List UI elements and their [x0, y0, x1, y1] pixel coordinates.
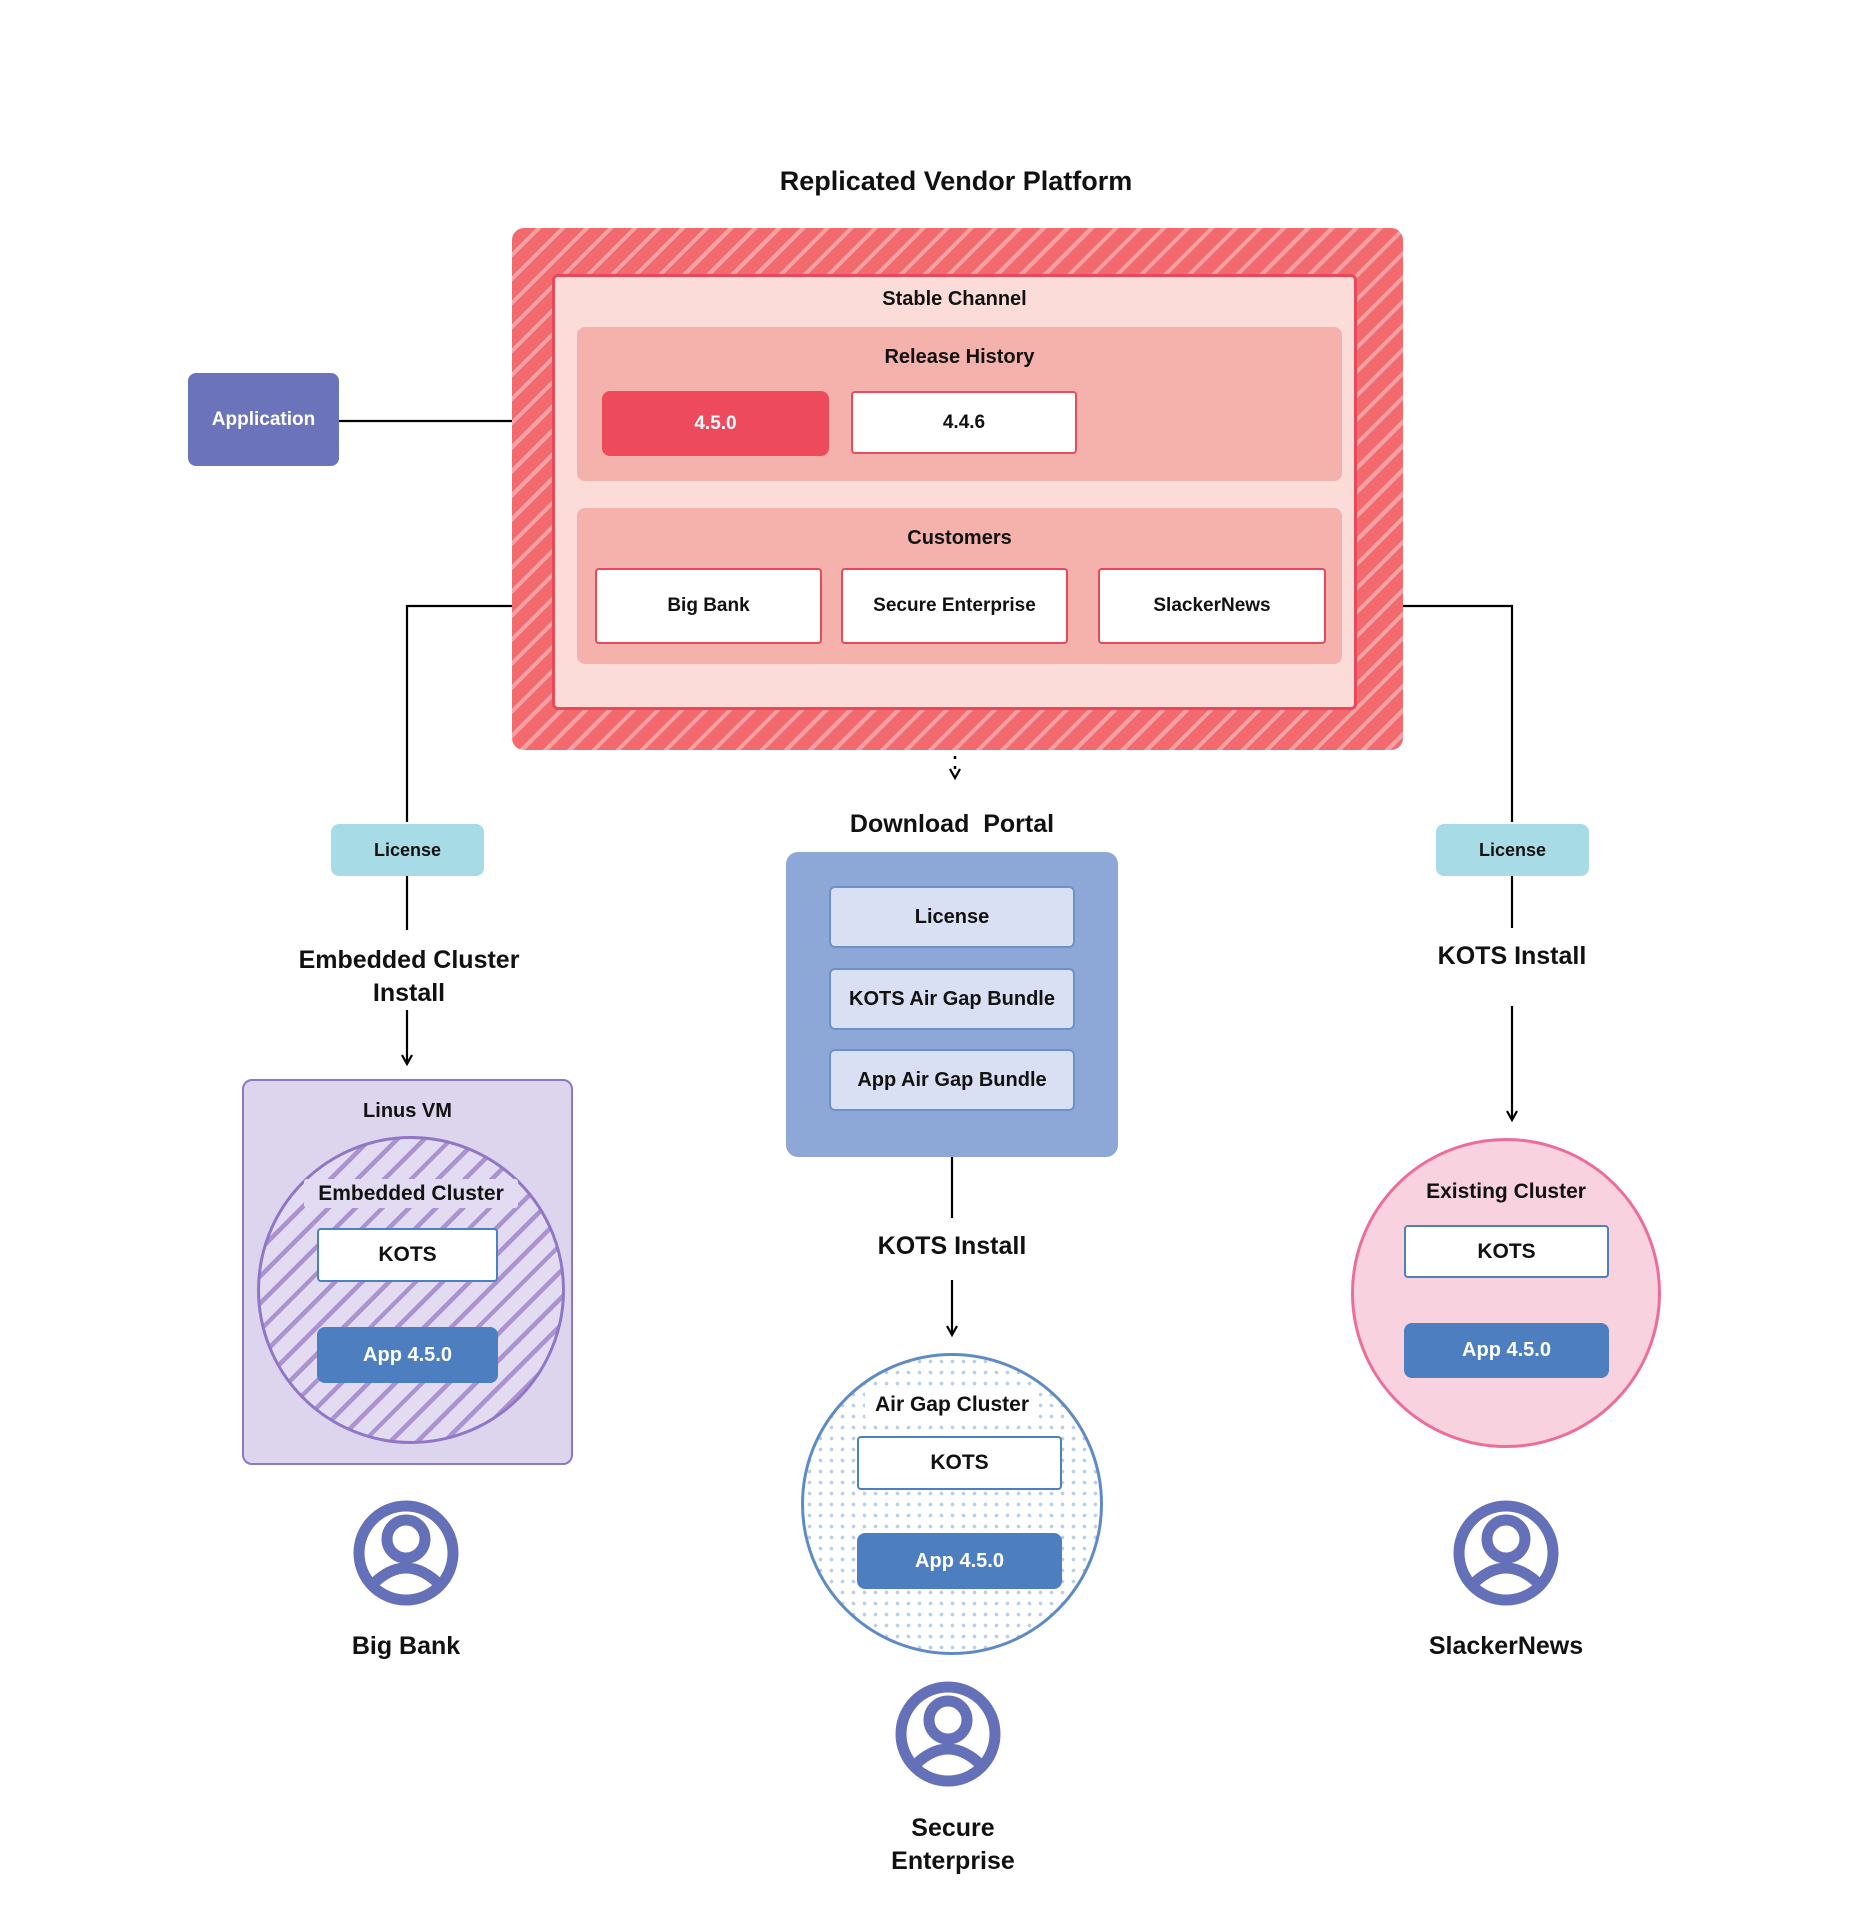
release-4-5-0: 4.5.0: [602, 391, 829, 456]
customer-secure-enterprise: Secure Enterprise: [841, 568, 1068, 644]
existing-cluster-label: Existing Cluster: [1426, 1180, 1586, 1203]
linus-vm-label: Linus VM: [363, 1100, 452, 1122]
customer-big-bank: Big Bank: [595, 568, 822, 644]
download-portal-title: Download Portal: [849, 810, 1055, 838]
embedded-cluster-label: Embedded Cluster: [287, 1179, 535, 1208]
user-icon-shoulders: [908, 1743, 988, 1772]
air-gap-cluster-label: Air Gap Cluster: [836, 1390, 1068, 1419]
kots-install-label-right: KOTS Install: [1437, 942, 1587, 970]
portal-item-kots-airgap-bundle: KOTS Air Gap Bundle: [829, 968, 1075, 1030]
application-box: Application: [188, 373, 339, 466]
persona-label-slackernews: SlackerNews: [1428, 1632, 1584, 1660]
embedded-cluster-label-text: Embedded Cluster: [304, 1179, 518, 1208]
user-icon-shoulders: [1466, 1562, 1546, 1591]
portal-item-app-airgap-bundle: App Air Gap Bundle: [829, 1049, 1075, 1111]
user-icon-head: [1481, 1514, 1531, 1564]
release-4-4-6: 4.4.6: [851, 391, 1077, 454]
portal-item-license: License: [829, 886, 1075, 948]
user-icon-slackernews: [1453, 1500, 1559, 1606]
kots-install-label-middle: KOTS Install: [877, 1232, 1027, 1260]
license-badge-right: License: [1436, 824, 1589, 876]
app-box-airgap: App 4.5.0: [857, 1533, 1062, 1589]
user-icon-shoulders: [366, 1562, 446, 1591]
app-box-existing: App 4.5.0: [1404, 1323, 1609, 1378]
license-badge-left: License: [331, 824, 484, 876]
page-title: Replicated Vendor Platform: [779, 166, 1133, 196]
user-icon-secure-enterprise: [895, 1681, 1001, 1787]
embedded-cluster-install-label: Embedded Cluster Install: [298, 946, 520, 1007]
user-icon-head: [381, 1514, 431, 1564]
existing-cluster-circle: [1351, 1138, 1661, 1448]
customer-slackernews: SlackerNews: [1098, 568, 1326, 644]
kots-box-airgap: KOTS: [857, 1436, 1062, 1490]
user-icon-body: [895, 1681, 1001, 1787]
stable-channel-label: Stable Channel: [882, 288, 1027, 310]
user-icon-big-bank: [353, 1500, 459, 1606]
user-icon-body: [1453, 1500, 1559, 1606]
release-history-label: Release History: [884, 346, 1035, 368]
air-gap-cluster-label-text: Air Gap Cluster: [864, 1390, 1040, 1419]
kots-box-existing: KOTS: [1404, 1225, 1609, 1278]
customers-label: Customers: [907, 527, 1012, 549]
kots-box-embedded: KOTS: [317, 1228, 498, 1282]
persona-label-big-bank: Big Bank: [351, 1632, 461, 1660]
persona-label-secure-enterprise: Secure Enterprise: [891, 1814, 1015, 1875]
app-box-embedded: App 4.5.0: [317, 1327, 498, 1383]
user-icon-head: [923, 1695, 973, 1745]
user-icon-body: [353, 1500, 459, 1606]
